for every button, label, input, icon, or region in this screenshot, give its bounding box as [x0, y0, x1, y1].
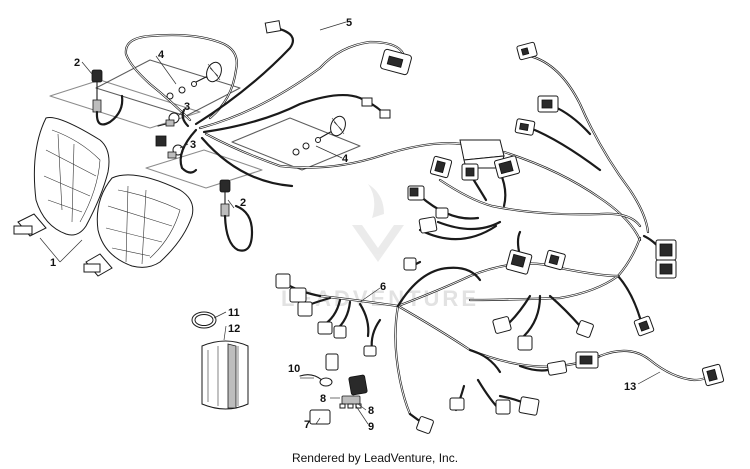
tie-band-and-sleeve: [191, 311, 249, 410]
watermark-logo-icon: [352, 184, 404, 262]
callout-8-left: 8: [320, 393, 326, 405]
callout-5: 5: [346, 17, 352, 29]
callout-6: 6: [380, 281, 386, 293]
adjuster-lower: [292, 115, 346, 156]
callout-leaders: [39, 21, 661, 425]
headlight-left: [13, 116, 110, 237]
bulb-upper: [157, 112, 180, 127]
socket-lower: [219, 179, 254, 252]
callouts: 1 2 2 3 3 4 4 5 6 7 8 8 9 10 11 12 13: [50, 17, 636, 433]
callout-3-upper: 3: [184, 101, 190, 113]
main-harness: [275, 41, 725, 434]
callout-13: 13: [624, 381, 636, 393]
callout-1: 1: [50, 257, 56, 269]
callout-4-upper: 4: [158, 49, 165, 61]
callout-3-lower: 3: [190, 139, 196, 151]
watermark-text: LEADVENTURE: [281, 286, 479, 311]
bulb-lower: [155, 135, 184, 159]
adjuster-upper: [166, 61, 222, 100]
relay-and-fuse-parts: [299, 353, 368, 425]
render-credit: Rendered by LeadVenture, Inc.: [291, 451, 459, 465]
watermark: LEADVENTURE: [281, 184, 479, 311]
headlight-right: [83, 174, 194, 277]
callout-2-lower: 2: [240, 197, 246, 209]
callout-8-right: 8: [368, 405, 374, 417]
bulb-socket-assembly: [49, 59, 361, 252]
callout-9: 9: [368, 421, 374, 433]
socket-upper: [91, 69, 124, 126]
callout-2-upper: 2: [74, 57, 80, 69]
callout-7: 7: [304, 419, 310, 431]
headlight-harness: [124, 20, 464, 188]
callout-11: 11: [228, 307, 240, 319]
callout-12: 12: [228, 323, 240, 335]
callout-10: 10: [288, 363, 300, 375]
callout-4-lower: 4: [342, 153, 349, 165]
